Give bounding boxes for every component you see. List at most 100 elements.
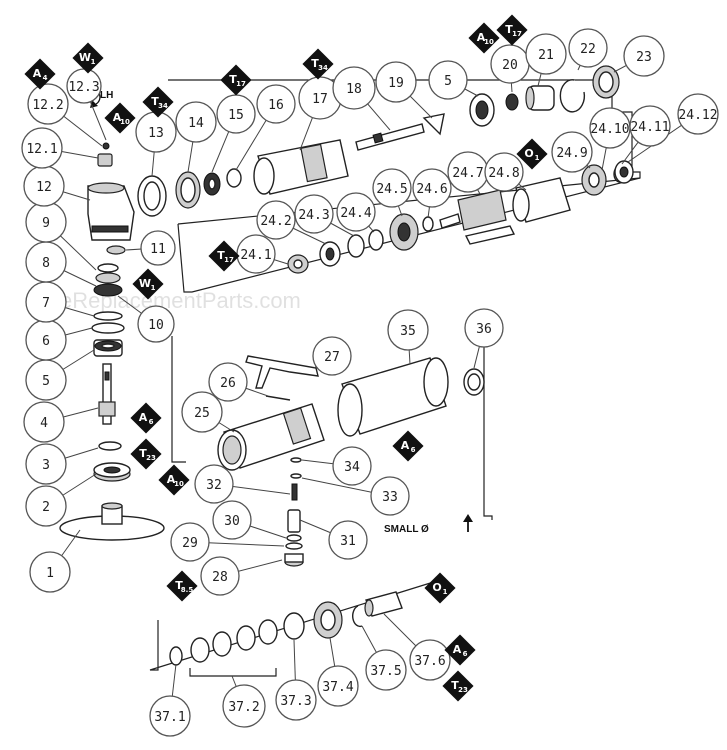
callout-number: 24.1 (240, 248, 271, 263)
badge-diamond (208, 240, 240, 272)
badge-subscript: 1 (535, 154, 540, 162)
callout: 37.5 (365, 649, 407, 691)
part-ring-34 (290, 457, 302, 463)
small-diameter-note: SMALL Ø (384, 524, 429, 535)
badge-diamond (104, 102, 136, 134)
callout-number: 33 (382, 490, 398, 505)
callout: 24.4 (336, 192, 376, 232)
part-rotor-24-7 (439, 189, 516, 245)
part-bearing-24-12 (614, 160, 634, 184)
badge-subscript: 6 (463, 650, 468, 658)
badge-letter: A (453, 643, 462, 656)
callout: 11 (140, 230, 176, 266)
badge-diamond (444, 634, 476, 666)
part-gear-set (93, 263, 123, 297)
callout-number: 19 (388, 76, 404, 91)
callout: 24.6 (412, 168, 452, 208)
part-angle-head (87, 182, 135, 241)
spec-badge: A10 (104, 102, 136, 134)
callout: 23 (623, 35, 665, 77)
callout: 24.11 (629, 105, 671, 147)
badge-letter: T (505, 23, 513, 36)
badge-subscript: 23 (458, 686, 468, 694)
callout-number: 12.3 (68, 80, 99, 95)
part-backing-pad (59, 502, 165, 541)
callout-circle (464, 308, 504, 348)
callout: 2 (25, 485, 67, 527)
callout-circle (23, 401, 65, 443)
part-ring-nut-13 (137, 175, 167, 217)
callout-circle (336, 192, 376, 232)
spec-badge: A10 (468, 22, 500, 54)
callout-circle (317, 665, 359, 707)
badge-subscript: 6 (149, 418, 154, 426)
part-lever-27 (245, 355, 319, 389)
part-end-plate-24-9 (581, 164, 607, 196)
callout-number: 14 (188, 116, 204, 131)
callout: 32 (194, 464, 234, 504)
callout: 18 (332, 66, 376, 110)
callout: 24.5 (372, 168, 412, 208)
part-ring-37-1 (169, 646, 183, 666)
part-12-2 (102, 142, 110, 150)
callout-number: 28 (212, 570, 228, 585)
callout-circle (175, 101, 217, 143)
part-valve-31 (287, 509, 301, 533)
badge-diamond (220, 64, 252, 96)
badge-letter: A (167, 473, 176, 486)
rotation-label: LH (100, 90, 113, 101)
callout-number: 11 (150, 242, 166, 257)
badge-subscript: 34 (158, 102, 168, 110)
badge-diamond (130, 438, 162, 470)
part-spindle (98, 363, 116, 425)
callout-number: 37.4 (322, 680, 353, 695)
callout: 24.12 (677, 93, 719, 135)
badge-letter: O (524, 147, 533, 160)
badge-diamond (468, 22, 500, 54)
callout: 24.7 (447, 151, 489, 193)
callout: 12 (23, 165, 65, 207)
callout: 5 (25, 359, 67, 401)
callout: 29 (170, 522, 210, 562)
callout-circle (256, 200, 296, 240)
badge-subscript: 1 (91, 58, 96, 66)
callout: 37.6 (409, 639, 451, 681)
callout-number: 37.1 (154, 710, 185, 725)
callout-number: 30 (224, 514, 240, 529)
callout-number: 34 (344, 460, 360, 475)
callout-circle (409, 639, 451, 681)
callout-number: 25 (194, 406, 210, 421)
callout: 36 (464, 308, 504, 348)
callout: 24.10 (589, 107, 631, 149)
callout-circle (222, 684, 266, 728)
callout-number: 13 (148, 126, 164, 141)
badge-letter: W (79, 51, 91, 64)
callout: 12.2 (27, 83, 69, 125)
callout-number: 3 (42, 458, 50, 473)
part-ring-33 (290, 473, 302, 479)
callout-circle (200, 556, 240, 596)
spec-badge: T8.5 (166, 570, 198, 602)
badge-diamond (130, 402, 162, 434)
callout-circle (332, 66, 376, 110)
part-valve-28 (284, 553, 304, 567)
callout-number: 37.2 (228, 700, 259, 715)
callout-circle (170, 522, 210, 562)
part-clip-19 (422, 113, 445, 136)
callout: 20 (490, 44, 530, 84)
callout-number: 5 (42, 374, 50, 389)
callout-number: 24.7 (452, 166, 483, 181)
callout-number: 8 (42, 256, 50, 271)
callout-number: 20 (502, 58, 518, 73)
callout-number: 24.11 (630, 120, 669, 135)
part-end-plate-24-5 (389, 213, 419, 251)
callout-circle (328, 520, 368, 560)
callout-circle (372, 168, 412, 208)
callout: 24.9 (551, 131, 593, 173)
